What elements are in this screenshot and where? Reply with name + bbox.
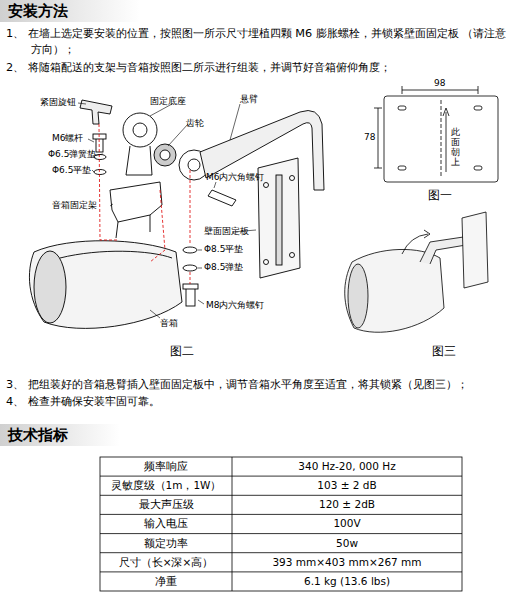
- dimension: 78: [364, 132, 375, 143]
- part-label: 齿轮: [186, 118, 204, 129]
- wall-plate-figure: [374, 86, 498, 182]
- step-text: 1、 在墙上选定要安装的位置，按照图一所示尺寸埋植四颗 M6 膨胀螺栓，并锁紧壁…: [6, 26, 514, 58]
- table-cell: 50w: [232, 534, 462, 553]
- table-cell: 103 ± 2 dB: [232, 476, 462, 495]
- part-label: 壁面固定板: [204, 226, 249, 237]
- section-heading: 安装方法: [8, 2, 68, 21]
- header-band: [0, 424, 120, 446]
- part-label: M6内六角螺钉: [206, 172, 265, 183]
- table-grid: [100, 457, 462, 591]
- step-text: 4、 检查并确保安装牢固可靠。: [6, 394, 514, 410]
- table-cell: 输入电压: [100, 514, 232, 533]
- figure-caption: 图二: [170, 344, 194, 359]
- section-heading: 技术指标: [8, 426, 68, 445]
- part-label: M6螺杆: [52, 133, 84, 144]
- leader-line: [78, 103, 256, 318]
- part-label: Φ8.5平垫: [204, 244, 243, 255]
- part-label: Φ8.5弹垫: [204, 262, 243, 273]
- figure-caption: 图三: [432, 344, 456, 359]
- part-label: Φ6.5平垫: [52, 165, 91, 176]
- orientation-note: 此面朝上: [451, 128, 460, 168]
- part-label: Φ6.5弹簧垫: [48, 149, 96, 160]
- table-cell: 100V: [232, 514, 462, 533]
- table-cell: 393 mm×403 mm×267 mm: [232, 553, 462, 572]
- step-text: 3、 把组装好的音箱悬臂插入壁面固定板中，调节音箱水平角度至适宜，将其锁紧（见图…: [6, 377, 514, 393]
- table-cell: 尺寸（长×深×高）: [100, 553, 232, 572]
- table-cell: 灵敏度级（1m，1W）: [100, 476, 232, 495]
- dimension: 98: [434, 78, 445, 89]
- figure-caption: 图一: [428, 188, 452, 203]
- step-text: 2、 将随箱配送的支架与音箱按照图二所示进行组装，并调节好音箱俯仰角度；: [6, 60, 514, 76]
- part-label: 固定底座: [150, 96, 186, 107]
- part-label: 音箱固定架: [52, 200, 97, 211]
- table-cell: 额定功率: [100, 534, 232, 553]
- assembly-line: [99, 124, 190, 284]
- part-label: 紧固旋钮: [40, 97, 76, 108]
- table-cell: 最大声压级: [100, 495, 232, 514]
- part-label: 悬臂: [240, 94, 258, 105]
- table-cell: 340 Hz-20, 000 Hz: [232, 457, 462, 476]
- table-cell: 120 ± 2dB: [232, 495, 462, 514]
- table-cell: 净重: [100, 572, 232, 591]
- part-label: M8内六角螺钉: [206, 300, 265, 311]
- table-cell: 6.1 kg (13.6 lbs): [232, 572, 462, 591]
- table-cell: 频率响应: [100, 457, 232, 476]
- part-label: 音箱: [160, 318, 178, 329]
- header-band: [0, 0, 140, 22]
- installed-figure: [345, 212, 488, 332]
- exploded-view: [29, 100, 324, 328]
